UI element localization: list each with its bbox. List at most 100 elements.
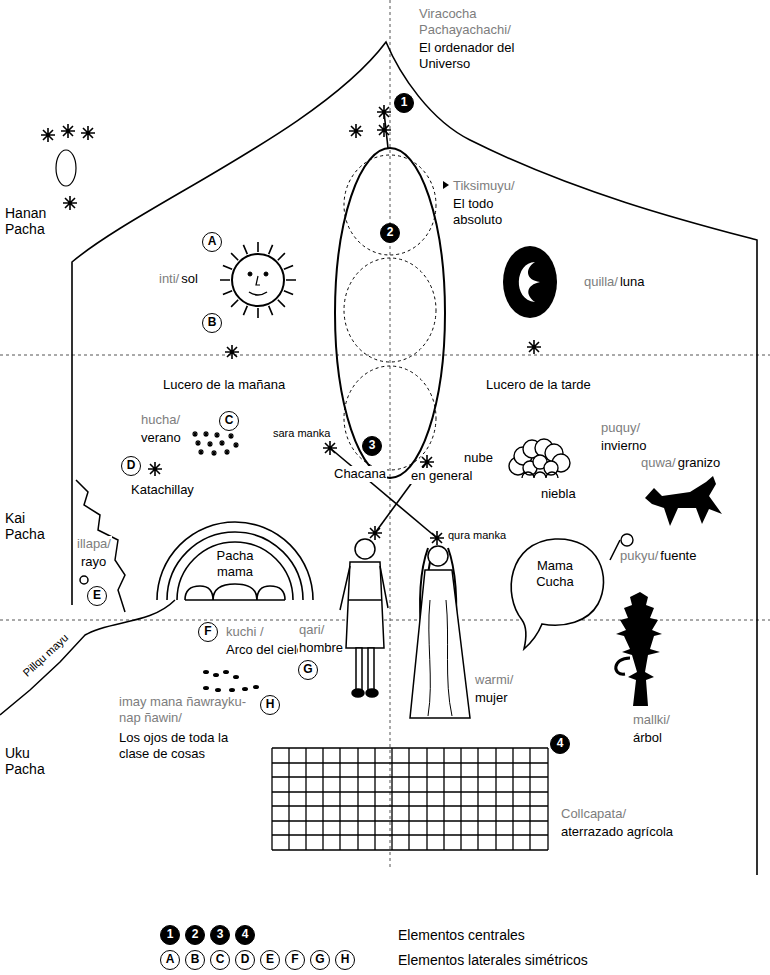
spanish-label: invierno <box>600 438 648 454</box>
pointer-mark <box>443 181 449 189</box>
quechua-label: Viracocha Pachayachachi/ <box>418 6 540 38</box>
temple-outline <box>72 42 757 875</box>
callout-letter: D <box>121 456 141 476</box>
spanish-label: Kai Pacha <box>4 510 61 542</box>
quechua-label: Tiksimuyu/ <box>452 178 516 194</box>
spanish-label: El todo absoluto <box>452 196 524 228</box>
spanish-label: aterrazado agrícola <box>560 824 674 840</box>
callout-number: 1 <box>394 93 414 113</box>
outline-path <box>157 522 313 600</box>
spanish-label: sara manka <box>272 425 331 441</box>
spanish-label: verano <box>140 430 182 446</box>
callout-number: 4 <box>235 925 255 945</box>
spanish-label: El ordenador del Universo <box>418 40 540 72</box>
callout-letter: A <box>160 950 180 970</box>
node-text: Mama Cucha <box>530 558 580 590</box>
quechua-label: inti/ <box>158 271 180 287</box>
quechua-label: imay mana ñawrayku-nap ñawin/ <box>118 694 255 726</box>
callout-number: 4 <box>550 734 570 754</box>
outline-path <box>511 539 603 649</box>
spanish-label: sol <box>180 271 199 287</box>
cloud <box>509 439 570 478</box>
callout-number: 3 <box>210 925 230 945</box>
connector-line <box>610 540 620 560</box>
quechua-label: puquy/ <box>600 420 641 436</box>
quechua-label: quwa/ <box>640 455 677 471</box>
spanish-label: Pillqu mayu <box>18 629 72 681</box>
shape-outline <box>500 530 610 650</box>
lightning <box>76 480 125 612</box>
callout-letter: F <box>285 950 305 970</box>
stem <box>384 112 388 148</box>
quechua-label: illapa/ <box>76 536 112 552</box>
node-text-box: pukyu/fuente <box>620 548 698 564</box>
spanish-label: granizo <box>677 455 722 471</box>
stars <box>41 105 541 545</box>
sun <box>220 242 296 318</box>
quechua-label: qari/ <box>298 622 325 638</box>
eyes-dots <box>203 670 259 692</box>
quechua-label: kuchi / <box>225 624 265 640</box>
tree <box>616 592 662 706</box>
legend-text: Elementos laterales simétricos <box>398 951 588 969</box>
spanish-label: hombre <box>298 640 344 656</box>
node-text: Pacha mama <box>210 548 260 580</box>
outline-circle <box>621 534 633 546</box>
callout-letter: F <box>198 622 218 642</box>
callout-letter: D <box>235 950 255 970</box>
spanish-label: Arco del cielo <box>225 642 305 658</box>
callout-letter: H <box>260 695 280 715</box>
spanish-label: mujer <box>474 690 509 706</box>
callout-letter: C <box>219 411 239 431</box>
spanish-label: Uku Pacha <box>4 745 61 777</box>
callout-letter: A <box>202 232 222 252</box>
man-figure <box>340 539 388 697</box>
callout-number: 3 <box>362 436 382 456</box>
node-text: pukyu/ <box>620 548 660 564</box>
quechua-label: Collcapata/ <box>560 806 627 822</box>
callout-letter: B <box>185 950 205 970</box>
pachamama-shape: Pacha mama <box>155 488 315 603</box>
callout-letter: H <box>335 950 355 970</box>
callout-letter: E <box>87 586 107 606</box>
spanish-label: Lucero de la tarde <box>485 377 592 393</box>
spanish-label: Lucero de la mañana <box>162 377 286 393</box>
spanish-label: qura manka <box>447 527 507 543</box>
spanish-label: luna <box>619 274 646 290</box>
cosmic-oval <box>335 148 445 478</box>
quechua-label: hucha/ <box>140 412 181 428</box>
spanish-label: Hanan Pacha <box>4 205 61 237</box>
callout-letter: E <box>260 950 280 970</box>
moon <box>503 246 557 318</box>
callout-letter: C <box>210 950 230 970</box>
terrace-grid <box>272 748 548 850</box>
mamacocha-bubble: Mama Cucha <box>500 530 610 650</box>
spanish-label: Chacana <box>333 466 387 482</box>
spanish-label: nube <box>463 450 494 466</box>
spanish-label: en general <box>410 468 473 484</box>
hail-figure <box>645 476 722 526</box>
division-lines <box>0 0 770 870</box>
legend-text: Elementos centrales <box>398 926 525 944</box>
node-text-box: Mama Cucha <box>530 558 580 590</box>
spanish-label: rayo <box>80 554 107 570</box>
node-text: fuente <box>660 548 698 564</box>
node-text-box: Pacha mama <box>210 548 260 580</box>
callout-number: 1 <box>160 925 180 945</box>
spanish-label: árbol <box>632 730 663 746</box>
quechua-label: warmi/ <box>474 672 514 688</box>
chacana-cross <box>330 448 437 538</box>
callout-letter: G <box>298 660 318 680</box>
spring-circle: pukyu/fuente <box>620 532 701 566</box>
spanish-label: Los ojos de toda la clase de cosas <box>118 730 255 762</box>
spanish-label: niebla <box>540 486 577 502</box>
quechua-label: mallki/ <box>632 712 671 728</box>
small-oval <box>56 150 76 186</box>
callout-letter: G <box>310 950 330 970</box>
spanish-label: Katachillay <box>130 482 195 498</box>
callout-number: 2 <box>185 925 205 945</box>
quechua-label: quilla/ <box>583 274 619 290</box>
woman-figure <box>410 546 470 718</box>
callout-number: 2 <box>380 223 400 243</box>
